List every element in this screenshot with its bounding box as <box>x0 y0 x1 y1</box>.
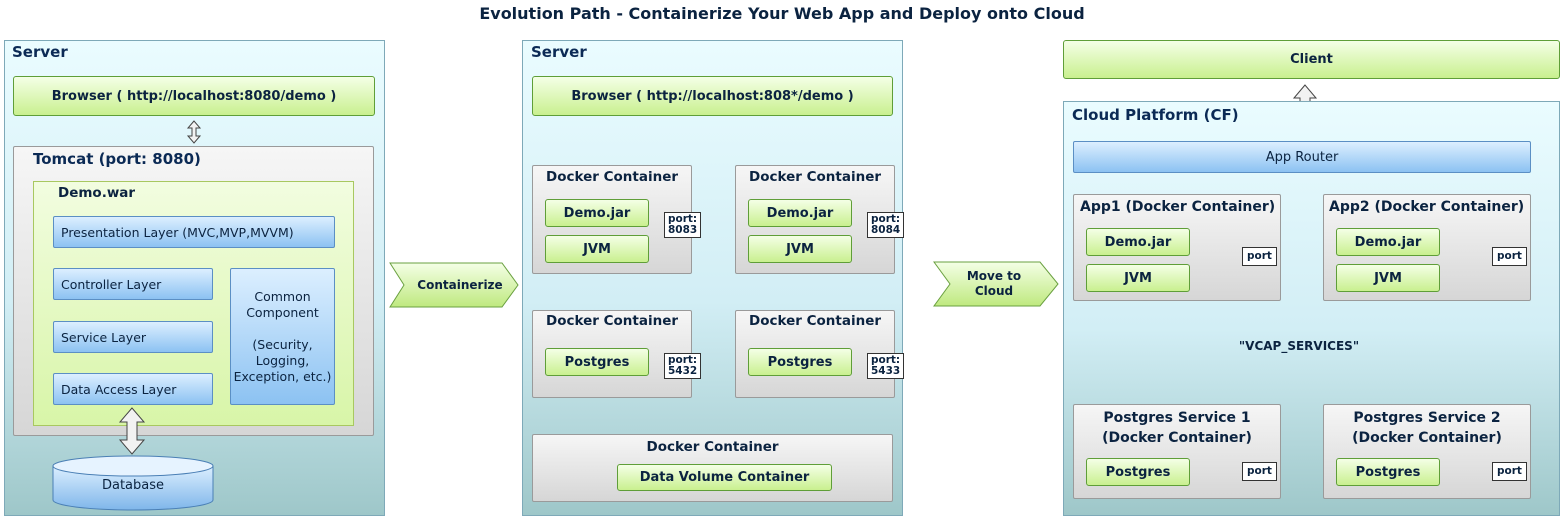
docker-container-label: Docker Container <box>749 169 882 185</box>
move-to-cloud-arrow <box>933 261 1059 307</box>
postgres-service-1-label: Postgres Service 1 (Docker Container) <box>1102 410 1252 446</box>
server-label-2: Server <box>531 43 587 61</box>
port-label: port <box>1492 462 1527 481</box>
browser-box-1: Browser ( http://localhost:8080/demo ) <box>13 76 375 116</box>
app2-label: App2 (Docker Container) <box>1329 199 1525 215</box>
common-component: Common Component (Security, Logging, Exc… <box>230 268 335 405</box>
jvm-box: JVM <box>1086 264 1190 292</box>
pg1-port: port <box>1242 462 1277 481</box>
vcap-services-label: "VCAP_SERVICES" <box>1238 339 1360 353</box>
cloud-platform-label: Cloud Platform (CF) <box>1072 106 1239 124</box>
app2-port: port <box>1492 247 1527 266</box>
containerize-arrow <box>389 262 519 308</box>
pg2-port: port <box>1492 462 1527 481</box>
port-number: 8084 <box>871 224 901 236</box>
jvm-box: JVM <box>748 235 852 263</box>
docker-container-label: Docker Container <box>546 169 679 185</box>
postgres-box: Postgres <box>1086 458 1190 486</box>
docker-container-label: Docker Container <box>749 313 882 329</box>
port-label: port <box>1242 462 1277 481</box>
port-label: port: <box>668 213 698 225</box>
port-5432: port:5432 <box>664 353 702 379</box>
data-access-layer: Data Access Layer <box>53 373 213 405</box>
postgres-box: Postgres <box>748 348 852 376</box>
port-label: port: <box>871 213 901 225</box>
containerize-label: Containerize <box>417 278 503 292</box>
controller-layer: Controller Layer <box>53 268 213 300</box>
server-label-1: Server <box>12 43 68 61</box>
service-layer: Service Layer <box>53 321 213 353</box>
port-label: port <box>1242 247 1277 266</box>
jvm-box: JVM <box>545 235 649 263</box>
browser-box-2: Browser ( http://localhost:808*/demo ) <box>532 76 893 116</box>
docker-container-label: Docker Container <box>546 313 679 329</box>
postgres-box: Postgres <box>545 348 649 376</box>
postgres-service-2-label: Postgres Service 2 (Docker Container) <box>1352 410 1502 446</box>
jvm-box: JVM <box>1336 264 1440 292</box>
demo-jar-box: Demo.jar <box>545 199 649 227</box>
demo-jar-box: Demo.jar <box>1336 228 1440 256</box>
tomcat-label: Tomcat (port: 8080) <box>33 150 201 168</box>
page-title: Evolution Path - Containerize Your Web A… <box>479 4 1085 23</box>
postgres-box: Postgres <box>1336 458 1440 486</box>
port-label: port <box>1492 247 1527 266</box>
port-label: port: <box>871 354 901 366</box>
port-number: 5432 <box>668 365 698 377</box>
database-cylinder <box>52 455 214 511</box>
database-label: Database <box>101 478 165 493</box>
port-5433: port:5433 <box>867 353 905 379</box>
docker-container-label: Docker Container <box>646 439 779 455</box>
demo-war-label: Demo.war <box>58 185 136 201</box>
client-box: Client <box>1063 40 1560 79</box>
presentation-layer: Presentation Layer (MVC,MVP,MVVM) <box>53 216 335 248</box>
app-router-box: App Router <box>1073 141 1531 173</box>
demo-jar-box: Demo.jar <box>1086 228 1190 256</box>
port-8084: port:8084 <box>867 212 905 238</box>
demo-jar-box: Demo.jar <box>748 199 852 227</box>
data-volume-box: Data Volume Container <box>617 464 832 491</box>
port-number: 8083 <box>668 224 698 236</box>
port-number: 5433 <box>871 365 901 377</box>
app1-port: port <box>1242 247 1277 266</box>
move-to-cloud-label: Move to Cloud <box>966 269 1022 298</box>
port-label: port: <box>668 354 698 366</box>
app1-label: App1 (Docker Container) <box>1080 199 1276 215</box>
port-8083: port:8083 <box>664 212 702 238</box>
